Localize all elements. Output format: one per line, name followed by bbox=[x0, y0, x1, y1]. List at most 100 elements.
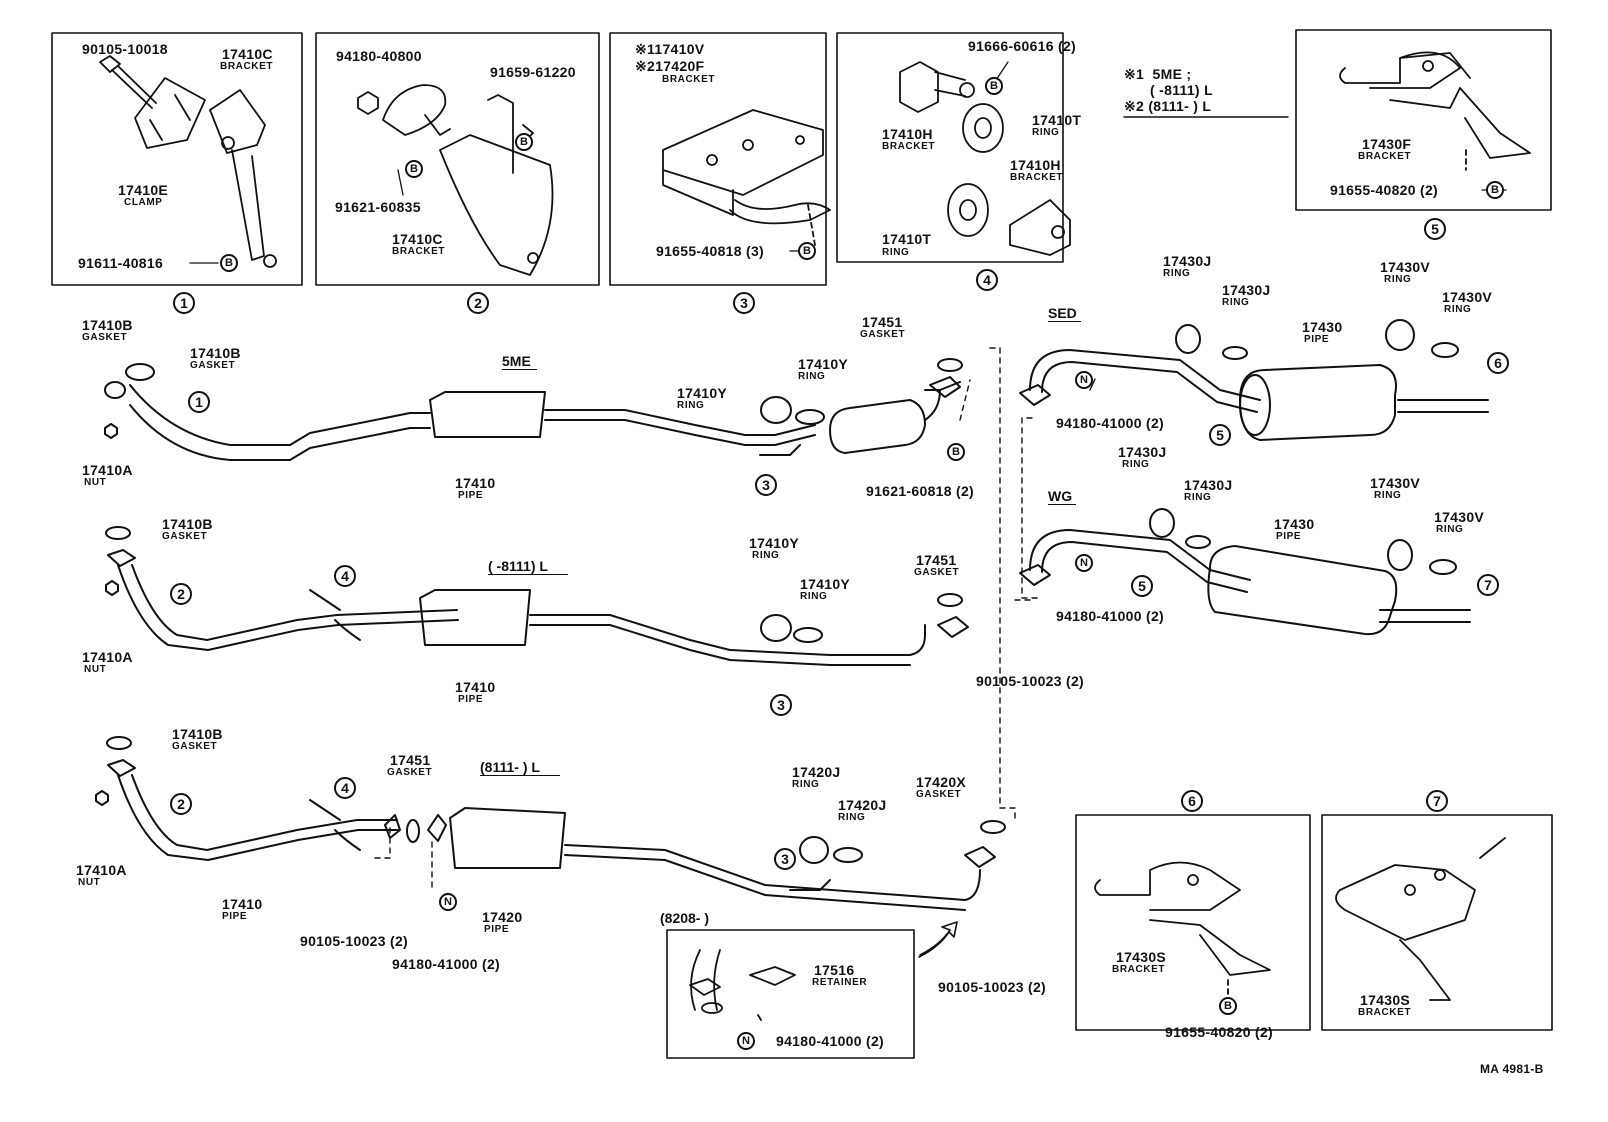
name-pipe-r1: PIPE bbox=[458, 490, 484, 501]
label-17410h-a: 17410H bbox=[882, 126, 933, 142]
label-17410e: 17410E bbox=[118, 182, 169, 198]
detail-4-drawing bbox=[899, 61, 1071, 256]
ring-17410y-c bbox=[760, 614, 792, 642]
ring-17430j-d bbox=[1185, 535, 1211, 549]
callout-3-r3: 3 bbox=[774, 848, 796, 870]
name-ring-4a: RING bbox=[1032, 127, 1060, 138]
label-90105-10018: 90105-10018 bbox=[82, 41, 168, 57]
callout-2-r3: 2 bbox=[170, 793, 192, 815]
name-nut-r2: NUT bbox=[84, 664, 107, 675]
name-bracket-4b: BRACKET bbox=[1010, 172, 1064, 183]
label-17410c-2: 17410C bbox=[392, 231, 443, 247]
legend-mark1-text: 5ME ; bbox=[1152, 66, 1192, 82]
nut-marker-r3: N bbox=[439, 893, 457, 911]
label-17410y-r2a: 17410Y bbox=[749, 535, 800, 551]
variant-wg: WG bbox=[1048, 489, 1077, 505]
label-17420x: 17420X bbox=[916, 774, 967, 790]
label-17410c-1: 17410C bbox=[222, 46, 273, 62]
name-pipe-wg: PIPE bbox=[1276, 531, 1302, 542]
pipe-clamp bbox=[382, 84, 451, 136]
variant-sed: SED bbox=[1048, 306, 1081, 322]
muffler-17410-r2 bbox=[419, 589, 531, 646]
label-91655-40818: 91655-40818 (3) bbox=[656, 243, 765, 259]
name-ring-sed-d: RING bbox=[1444, 304, 1472, 315]
bolt-head bbox=[99, 55, 121, 73]
ring-17420j-b bbox=[833, 847, 863, 863]
variant-after-8111: (8111- ) L bbox=[480, 760, 560, 776]
name-gasket-r1b: GASKET bbox=[190, 360, 236, 371]
name-gasket-r1c: GASKET bbox=[860, 329, 906, 340]
bracket-foot bbox=[729, 199, 831, 225]
inset-8208-drawing bbox=[689, 949, 796, 1021]
name-ring-sed-c: RING bbox=[1384, 274, 1412, 285]
label-94180-41000-8208: 94180-41000 (2) bbox=[776, 1033, 885, 1049]
dashed-connectors bbox=[374, 347, 1038, 893]
label-17410-r1: 17410 bbox=[455, 475, 496, 491]
bracket-17410h-b bbox=[1009, 199, 1071, 256]
label-94180-41000-sed: 94180-41000 (2) bbox=[1056, 415, 1165, 431]
bracket-17410h-a bbox=[899, 61, 966, 113]
detail-2-drawing bbox=[357, 84, 554, 276]
name-ring-wg-b: RING bbox=[1184, 492, 1212, 503]
bracket-17430s-7 bbox=[1335, 864, 1476, 1001]
name-ring-r3a: RING bbox=[792, 779, 820, 790]
flange-r3b bbox=[427, 814, 447, 842]
callout-6-sed: 6 bbox=[1487, 352, 1509, 374]
callout-5-wg: 5 bbox=[1131, 575, 1153, 597]
pointer-arrow bbox=[918, 921, 958, 958]
nut-94180 bbox=[357, 91, 379, 115]
label-90105-10023-r2: 90105-10023 (2) bbox=[976, 673, 1085, 689]
bracket-3-r3 bbox=[789, 879, 831, 891]
detail-number-2: 2 bbox=[467, 292, 489, 314]
label-17410b-r1a: 17410B bbox=[82, 317, 133, 333]
name-ring-r2a: RING bbox=[752, 550, 780, 561]
label-94180-41000-wg: 94180-41000 (2) bbox=[1056, 608, 1165, 624]
name-bracket-3: BRACKET bbox=[662, 74, 716, 85]
label-17410h-b: 17410H bbox=[1010, 157, 1061, 173]
ring-17410y-a bbox=[760, 396, 792, 424]
detail-number-4: 4 bbox=[976, 269, 998, 291]
mark2-symbol: ※2 bbox=[635, 58, 656, 74]
bolt-marker-5: B bbox=[1486, 181, 1504, 199]
label-17430s-7: 17430S bbox=[1360, 992, 1411, 1008]
label-94180-41000-r3: 94180-41000 (2) bbox=[392, 956, 501, 972]
ring-17430j-b bbox=[1222, 346, 1248, 360]
nut-marker-sed: N bbox=[1075, 371, 1093, 389]
label-94180-40800: 94180-40800 bbox=[336, 48, 422, 64]
callout-7-wg: 7 bbox=[1477, 574, 1499, 596]
name-ring-r1a: RING bbox=[677, 400, 705, 411]
name-bracket-2: BRACKET bbox=[392, 246, 446, 257]
name-pipe-r3: PIPE bbox=[222, 911, 248, 922]
ring-17410y-d bbox=[793, 627, 823, 643]
wg-tail-pipe bbox=[1019, 508, 1471, 636]
nut-17410a-r1 bbox=[104, 423, 118, 439]
detail-frame-6 bbox=[1075, 814, 1311, 1031]
flange-sed bbox=[1019, 384, 1051, 406]
name-bracket-7: BRACKET bbox=[1358, 1007, 1412, 1018]
callout-4-r3: 4 bbox=[334, 777, 356, 799]
name-pipe-r3b: PIPE bbox=[484, 924, 510, 935]
gasket-17410b-r3 bbox=[106, 736, 132, 750]
figure-code: MA 4981-B bbox=[1480, 1062, 1544, 1076]
part-17420f: 17420F bbox=[655, 58, 705, 74]
label-17451-r1: 17451 bbox=[862, 314, 903, 330]
label-91621-60818: 91621-60818 (2) bbox=[866, 483, 975, 499]
variant-before-8111: ( -8111) L bbox=[488, 559, 568, 575]
label-17430j-wg-b: 17430J bbox=[1184, 477, 1233, 493]
detail-number-7: 7 bbox=[1426, 790, 1448, 812]
label-17410y-r1b: 17410Y bbox=[798, 356, 849, 372]
detail-frame-1 bbox=[51, 32, 303, 286]
name-gasket-r3: GASKET bbox=[172, 741, 218, 752]
ring-17410t-b bbox=[947, 183, 989, 237]
label-17410-r2: 17410 bbox=[455, 679, 496, 695]
detail-3-drawing bbox=[662, 109, 831, 246]
hanger-r1 bbox=[759, 444, 801, 456]
label-17516: 17516 bbox=[814, 962, 855, 978]
label-17410t-b: 17410T bbox=[882, 231, 932, 247]
detail-1-drawing bbox=[99, 55, 277, 268]
flange-r3 bbox=[107, 759, 136, 777]
callout-5-sed: 5 bbox=[1209, 424, 1231, 446]
label-mark1-17410v: ※117410V bbox=[635, 42, 704, 56]
label-91611-40816: 91611-40816 bbox=[78, 255, 164, 271]
label-mark2-17420f: ※217420F bbox=[635, 59, 704, 73]
